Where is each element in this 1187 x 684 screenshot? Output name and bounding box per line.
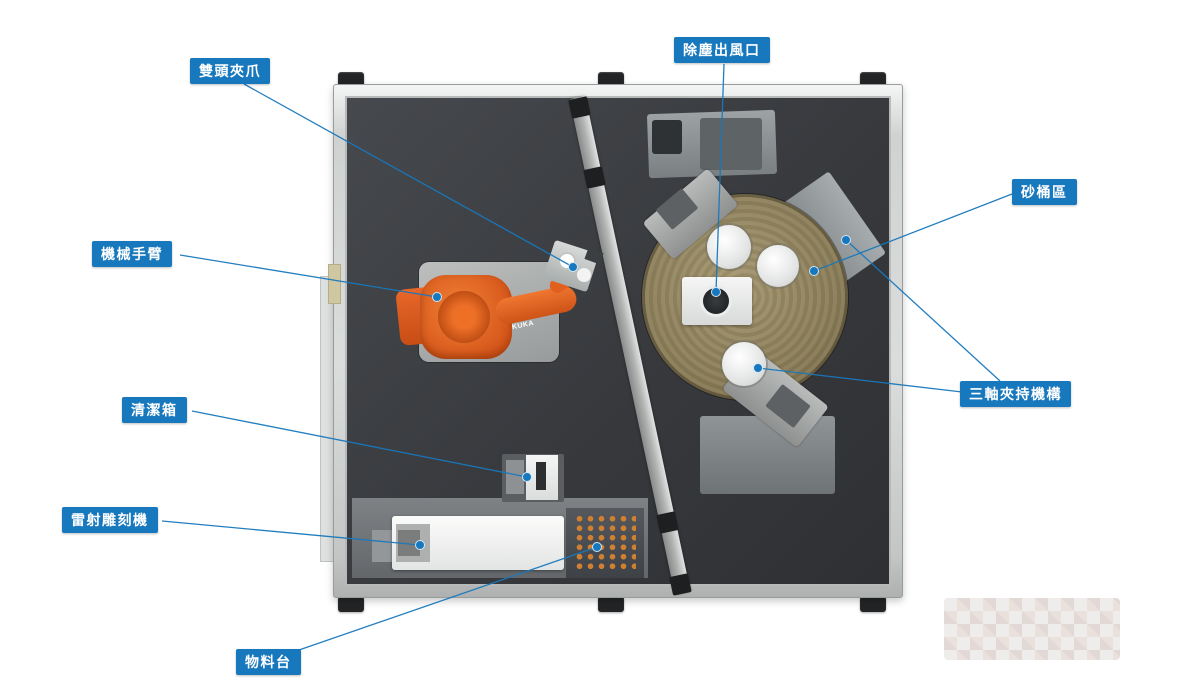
bottom-right-unit [700, 416, 835, 494]
watermark-mosaic [944, 598, 1120, 660]
gripper-head-1 [558, 252, 576, 270]
cleaning-box-slot [536, 462, 546, 490]
clamp-station-disc [757, 245, 799, 287]
clamp-station-disc [722, 342, 766, 386]
mount-tab [598, 596, 624, 612]
mount-tab [860, 596, 886, 612]
mount-tab [338, 596, 364, 612]
label-laser-engraver: 雷射雕刻機 [62, 507, 158, 533]
top-right-unit-module [700, 118, 762, 170]
label-double-gripper: 雙頭夾爪 [190, 58, 270, 84]
dust-outlet-hole [703, 288, 729, 314]
material-tray-slots [574, 514, 636, 572]
label-sand-bucket: 砂桶區 [1012, 179, 1077, 205]
robot-joint [438, 291, 490, 343]
gripper-head-2 [577, 268, 591, 282]
laser-engraver-side [372, 530, 392, 562]
label-three-axis: 三軸夾持機構 [960, 381, 1071, 407]
label-material-table: 物料台 [236, 649, 301, 675]
rail-joint [583, 166, 606, 189]
label-robot-arm: 機械手臂 [92, 241, 172, 267]
clamp-station-disc [707, 225, 751, 269]
rail-joint [568, 96, 591, 119]
laser-engraver-head-detail [398, 530, 420, 556]
rail-joint [669, 573, 692, 596]
top-right-unit-motor [652, 120, 682, 154]
label-cleaning-box: 清潔箱 [122, 397, 187, 423]
side-connector [328, 264, 341, 304]
rail-joint [656, 511, 679, 534]
label-dust-outlet: 除塵出風口 [674, 37, 770, 63]
cleaning-box-module [506, 460, 524, 494]
